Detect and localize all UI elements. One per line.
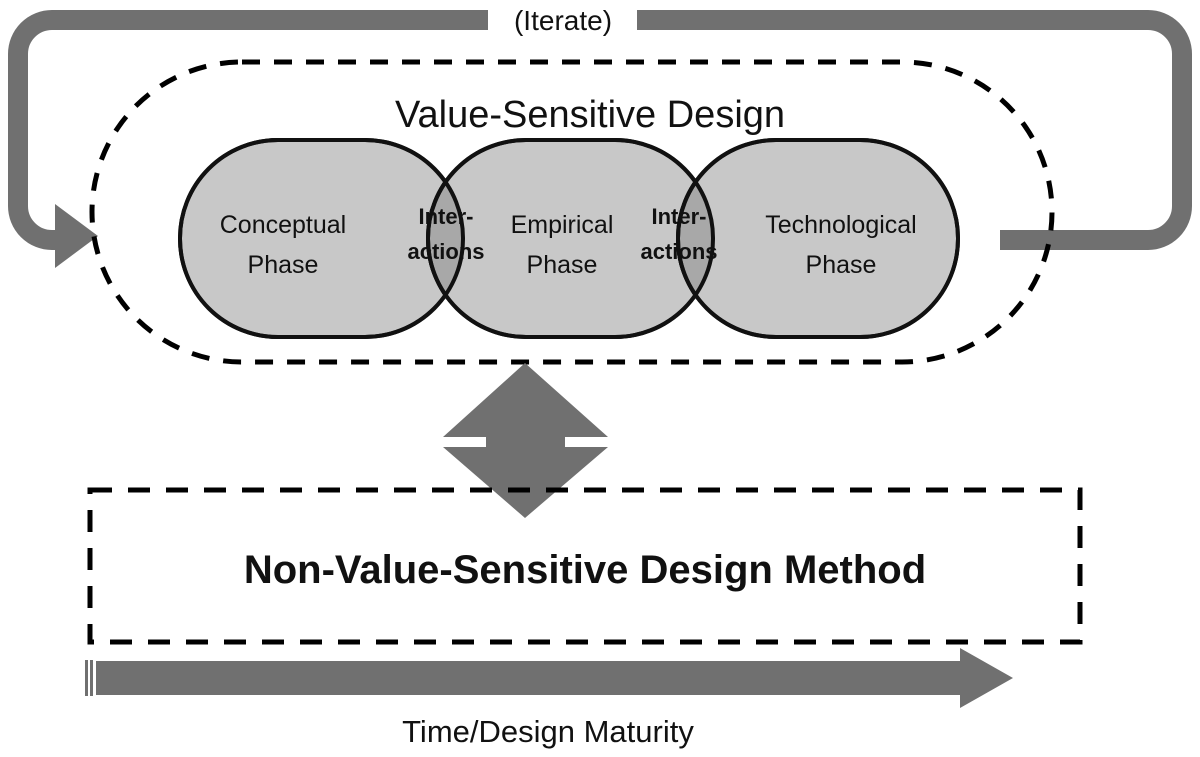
nonvsd-container-border xyxy=(87,487,1083,645)
time-axis-tail-tick-2 xyxy=(90,660,93,696)
phase-empirical-label-line2: Phase xyxy=(527,251,598,279)
lens-right-label-line2: actions xyxy=(640,239,717,264)
iterate-arrowhead-icon xyxy=(55,204,98,268)
iterate-loop-arrow xyxy=(7,9,1192,268)
phase-conceptual-outline xyxy=(178,138,465,339)
time-axis-arrow-icon xyxy=(96,648,1013,708)
lens-left-label-line2: actions xyxy=(407,239,484,264)
phase-empirical-label-line1: Empirical xyxy=(511,211,614,239)
iterate-loop-left-segment xyxy=(7,9,488,250)
time-axis-arrow xyxy=(85,648,1013,708)
nonvsd-title: Non-Value-Sensitive Design Method xyxy=(244,548,926,592)
iterate-label: (Iterate) xyxy=(514,5,612,36)
time-axis-label: Time/Design Maturity xyxy=(402,714,694,749)
vsd-to-nonvsd-double-arrow-icon xyxy=(443,363,608,518)
phase-empirical-outline xyxy=(426,138,715,339)
phase-conceptual-label-line2: Phase xyxy=(248,251,319,279)
phase-technological-outline xyxy=(676,138,960,339)
lens-right-label-line1: Inter- xyxy=(652,204,707,229)
vsd-container-border xyxy=(89,59,1055,365)
phase-technological-label-line1: Technological xyxy=(765,211,917,239)
lens-left-label-line1: Inter- xyxy=(419,204,474,229)
vsd-title: Value-Sensitive Design xyxy=(395,94,785,136)
iterate-loop-right-segment xyxy=(637,9,1192,250)
time-axis-tail-tick-1 xyxy=(85,660,88,696)
phase-conceptual-label-line1: Conceptual xyxy=(220,211,346,239)
phase-technological-label-line2: Phase xyxy=(806,251,877,279)
